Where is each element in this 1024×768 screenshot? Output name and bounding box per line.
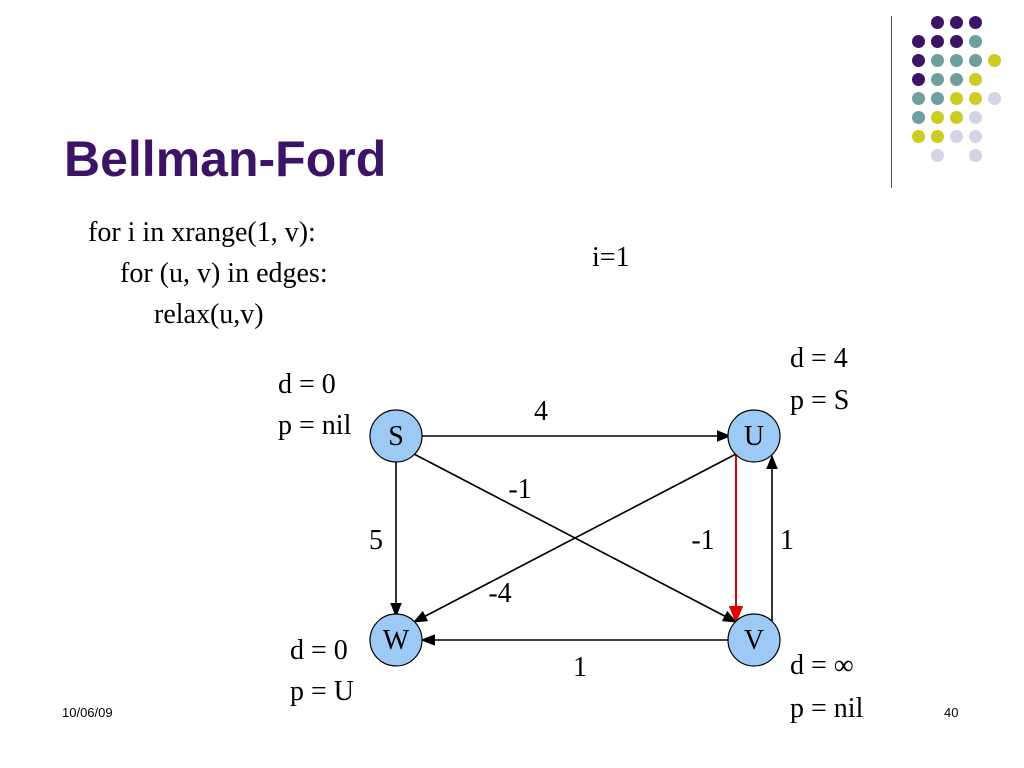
decor-dot: [931, 130, 944, 143]
node-w-parent: p = U: [290, 676, 355, 707]
code-line-3: relax(u,v): [154, 299, 264, 330]
edge-u-w: [412, 453, 737, 623]
node-label-s: S: [388, 421, 404, 452]
node-w-distance: d = 0: [290, 635, 348, 666]
decor-dot: [931, 73, 944, 86]
node-v: V: [727, 613, 781, 667]
edge-weight-s-w: 5: [369, 525, 383, 556]
decor-dot: [912, 73, 925, 86]
decor-dot: [931, 35, 944, 48]
node-circle-w: [369, 613, 423, 667]
node-circle-u: [727, 409, 781, 463]
node-v-distance: d = ∞: [790, 650, 854, 681]
code-line-2: for (u, v) in edges:: [120, 258, 328, 289]
node-circle-s: [369, 409, 423, 463]
decor-dot: [950, 54, 963, 67]
decor-dot: [950, 92, 963, 105]
decor-dot: [969, 54, 982, 67]
decor-dot: [950, 73, 963, 86]
node-s-distance: d = 0: [278, 369, 336, 400]
edge-weight-u-w: -4: [488, 578, 511, 609]
decor-dot: [969, 130, 982, 143]
node-label-w: W: [383, 625, 410, 656]
decor-dot: [950, 130, 963, 143]
decor-dot: [969, 16, 982, 29]
decor-dot: [931, 54, 944, 67]
decor-dot: [988, 54, 1001, 67]
decor-dot: [912, 54, 925, 67]
footer-page-number: 40: [944, 705, 959, 720]
decor-dot: [912, 92, 925, 105]
node-circle-v: [727, 613, 781, 667]
decor-divider: [891, 16, 892, 188]
node-s: S: [369, 409, 423, 463]
decor-dot: [988, 92, 1001, 105]
decor-dot: [931, 149, 944, 162]
slide-title: Bellman-Ford: [64, 131, 387, 187]
decor-dot: [931, 111, 944, 124]
decor-dot: [912, 130, 925, 143]
node-w: W: [369, 613, 423, 667]
decor-dot: [950, 16, 963, 29]
decor-dot: [969, 149, 982, 162]
code-line-1: for i in xrange(1, v):: [88, 217, 316, 248]
node-u: U: [727, 409, 781, 463]
edge-weight-v-u: 1: [780, 525, 794, 556]
node-label-u: U: [744, 421, 764, 452]
node-label-v: V: [744, 625, 764, 656]
edge-weight-s-v: -1: [508, 474, 531, 505]
node-v-parent: p = nil: [790, 693, 864, 724]
decor-dot: [969, 111, 982, 124]
decor-dot: [950, 111, 963, 124]
edge-weight-s-u: 4: [534, 396, 548, 427]
node-s-parent: p = nil: [278, 410, 352, 441]
decor-dot: [912, 35, 925, 48]
edge-weight-v-w: 1: [573, 652, 587, 683]
decor-dot: [931, 92, 944, 105]
edge-weight-u-v: -1: [691, 525, 714, 556]
node-u-parent: p = S: [790, 385, 850, 416]
node-u-distance: d = 4: [790, 343, 848, 374]
footer-date: 10/06/09: [62, 705, 113, 720]
decor-dot: [950, 35, 963, 48]
decor-dot: [969, 73, 982, 86]
decor-dot: [969, 35, 982, 48]
decor-dot: [969, 92, 982, 105]
iteration-label: i=1: [592, 242, 630, 273]
decor-dot: [931, 16, 944, 29]
decor-dot: [912, 111, 925, 124]
